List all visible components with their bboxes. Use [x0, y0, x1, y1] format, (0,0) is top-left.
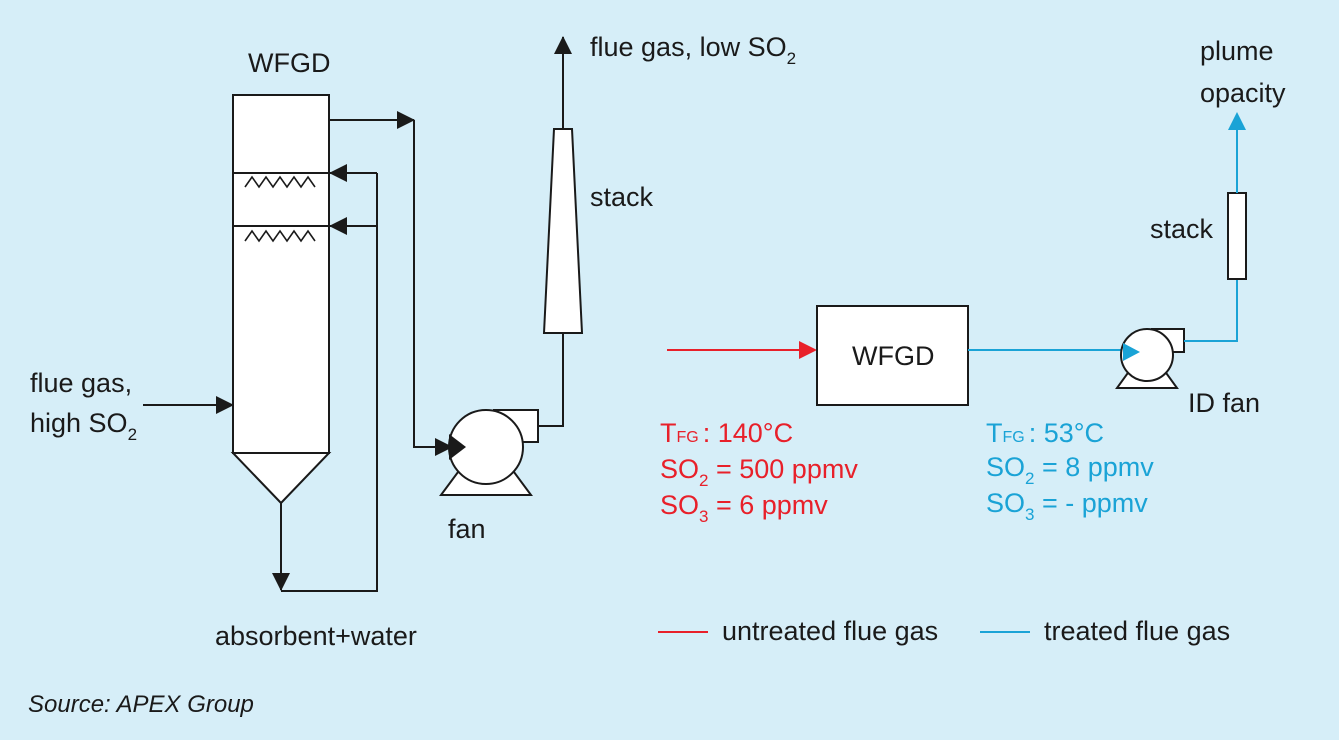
- stack-left: [542, 128, 584, 334]
- legend: untreated flue gas treated flue gas: [658, 616, 1230, 646]
- untreated-so2: SO2 = 500 ppmv: [660, 454, 858, 490]
- inlet-label-line2: high SO2: [30, 408, 137, 444]
- spray-nozzles-lower: [244, 229, 316, 243]
- fan-to-stack-line: [538, 333, 564, 427]
- legend-treated-label: treated flue gas: [1044, 616, 1230, 646]
- plume-label-line2: opacity: [1200, 78, 1286, 108]
- id-fan-label: ID fan: [1188, 388, 1260, 418]
- stack-label-left: stack: [590, 182, 654, 212]
- wfgd-title: WFGD: [248, 48, 330, 78]
- id-fan-to-stack-line: [1184, 279, 1238, 342]
- legend-untreated-label: untreated flue gas: [722, 616, 938, 646]
- stack-label-right: stack: [1150, 214, 1214, 244]
- stack-right: [1227, 192, 1247, 280]
- fan-icon: [439, 409, 539, 496]
- wfgd-box-label: WFGD: [852, 341, 934, 371]
- fan-label: fan: [448, 514, 486, 544]
- treated-so3: SO3 = - ppmv: [986, 488, 1148, 524]
- untreated-temperature: TFG: 140°C: [660, 418, 793, 448]
- wfgd-box: [816, 305, 969, 406]
- treated-so2: SO2 = 8 ppmv: [986, 452, 1154, 488]
- plume-label-line1: plume: [1200, 36, 1274, 66]
- inlet-label-line1: flue gas,: [30, 368, 132, 398]
- source-credit: Source: APEX Group: [28, 691, 254, 718]
- outlet-label: flue gas, low SO2: [590, 32, 796, 68]
- absorbent-label: absorbent+water: [215, 621, 417, 651]
- id-fan-icon: [1115, 328, 1185, 389]
- recirculation-line: [281, 173, 378, 592]
- wfgd-tower: [230, 94, 332, 505]
- untreated-inlet-arrowhead: [799, 341, 817, 359]
- duct-to-fan: [413, 120, 453, 456]
- plume-arrowhead: [1228, 112, 1246, 130]
- spray-nozzles-upper: [244, 175, 316, 189]
- untreated-so3: SO3 = 6 ppmv: [660, 490, 828, 526]
- treated-temperature: TFG: 53°C: [986, 418, 1104, 448]
